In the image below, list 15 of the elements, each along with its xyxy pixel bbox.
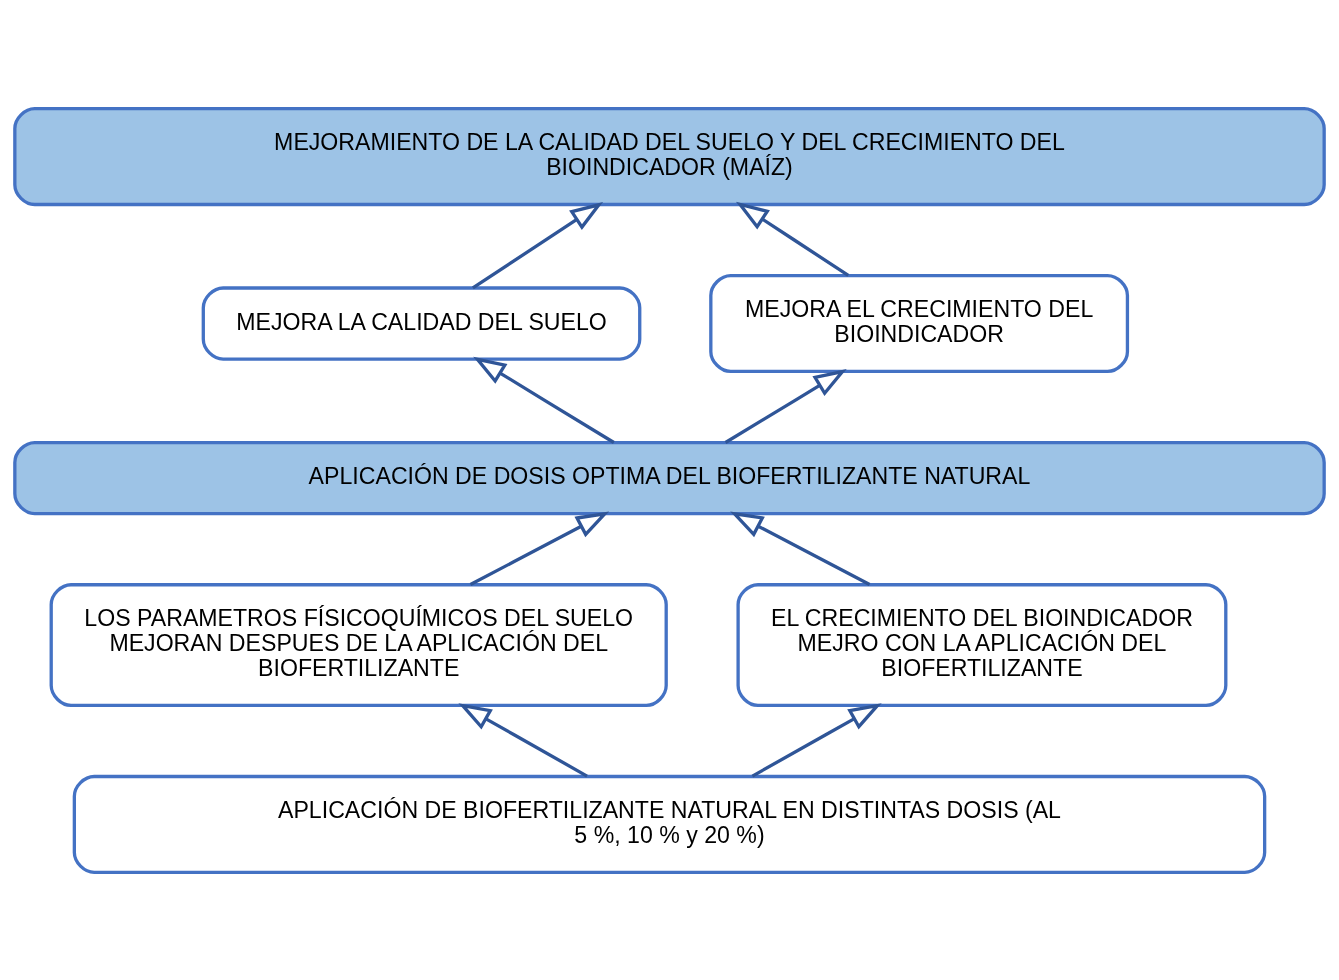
node-box: LOS PARAMETROS FÍSICOQUÍMICOS DEL SUELO MEJORAN DESPUES DE LA APLICACIÓN DEL BIOFERTILIZANTE [49,582,668,707]
arrow [735,201,850,277]
node-box: MEJORAMIENTO DE LA CALIDAD DEL SUELO Y DEL CRECIMIENTO DEL BIOINDICADOR (MAÍZ) [13,106,1326,206]
arrow [724,368,847,444]
arrow [472,201,604,289]
arrow [469,511,610,586]
node-box: MEJORA LA CALIDAD DEL SUELO [201,285,642,361]
node-box: MEJORA EL CRECIMIENTO DEL BIOINDICADOR [709,273,1130,373]
arrow [730,511,871,586]
arrow [458,702,588,777]
arrow [751,702,882,777]
arrow [473,356,615,444]
node-box: EL CRECIMIENTO DEL BIOINDICADOR MEJRO CON LA APLICACIÓN DEL BIOFERTILIZANTE [736,582,1228,707]
node-box: APLICACIÓN DE DOSIS OPTIMA DEL BIOFERTILIZANTE NATURAL [13,440,1326,515]
node-box: APLICACIÓN DE BIOFERTILIZANTE NATURAL EN DISTINTAS DOSIS (AL 5 %, 10 % y 20 %) [72,774,1267,874]
